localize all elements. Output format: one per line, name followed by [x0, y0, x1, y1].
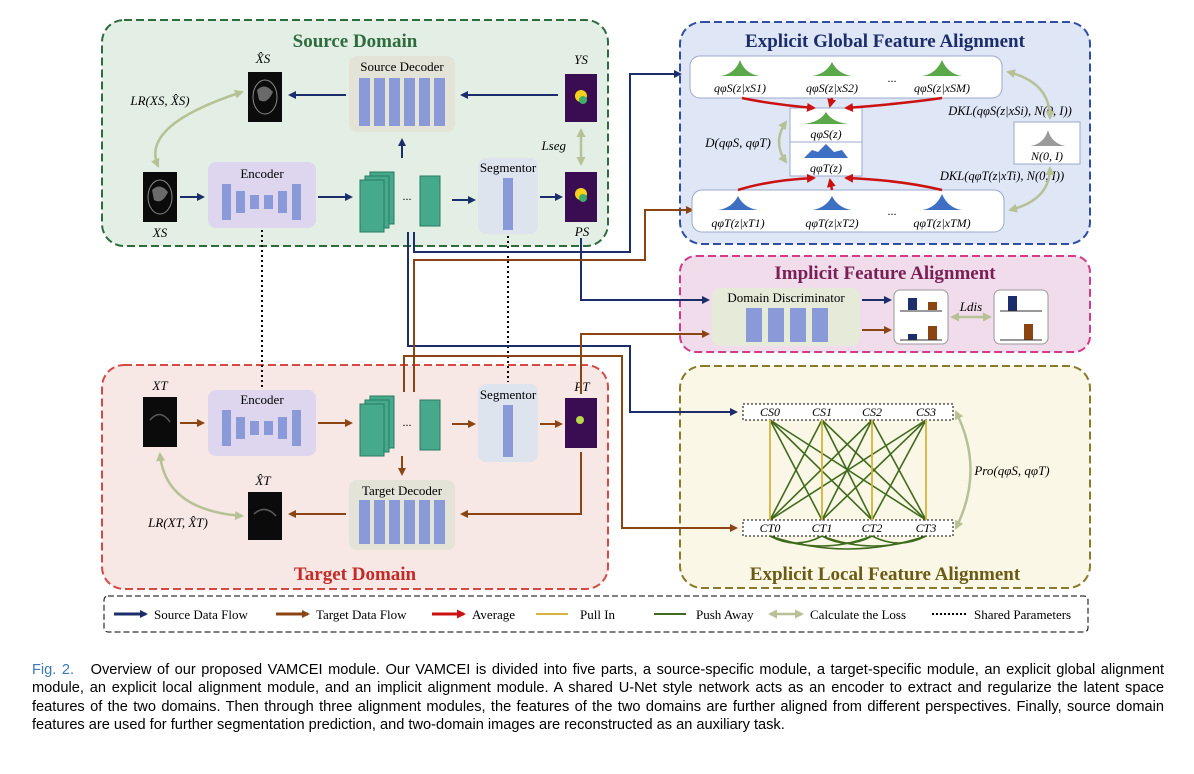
- target-domain-title: Target Domain: [294, 564, 417, 585]
- qt-ellipsis: ...: [888, 204, 897, 218]
- d-qs-qt-label: D(qφS, qφT): [704, 135, 771, 150]
- ct-3: CT3: [916, 521, 937, 535]
- source-feature-ellipsis: ...: [403, 189, 412, 203]
- x-hat-t-label: X̂T: [254, 473, 271, 488]
- ct-0: CT0: [760, 521, 781, 535]
- implicit-title: Implicit Feature Alignment: [774, 263, 996, 284]
- x-t-label: XT: [151, 378, 168, 393]
- dkl-target-label: DKL(qφT(z|xTi), N(0, I)): [939, 169, 1064, 183]
- source-encoder-bars: [222, 184, 301, 220]
- qt-item-m: qφT(z|xTM): [913, 216, 970, 230]
- target-encoder-bars: [222, 410, 301, 446]
- source-posterior-curves: [720, 60, 962, 76]
- source-encoder-label: Encoder: [240, 166, 284, 181]
- target-push-away-arcs: [769, 535, 927, 550]
- legend-target-flow: Target Data Flow: [316, 607, 407, 622]
- source-prototype-row: [742, 403, 954, 421]
- legend-box: [103, 595, 1089, 633]
- discriminator-target-box: [993, 289, 1049, 345]
- target-decoder-label: Target Decoder: [362, 483, 443, 498]
- cs-1: CS1: [812, 405, 832, 419]
- source-encoder: [208, 162, 316, 228]
- p-s-label: PS: [574, 224, 590, 239]
- qs-avg-label: qφS(z): [810, 127, 841, 141]
- cs-3: CS3: [916, 405, 936, 419]
- target-image: [143, 397, 177, 447]
- figure-label: Fig. 2.: [32, 662, 75, 678]
- legend-source-flow: Source Data Flow: [154, 607, 248, 622]
- dkl-source-arrow: [1006, 69, 1055, 120]
- legend-calculate-loss: Calculate the Loss: [810, 607, 906, 622]
- discriminator-output-box: [893, 289, 949, 345]
- push-away-lines: [769, 419, 927, 521]
- qs-item-m: qφS(z|xSM): [914, 81, 970, 95]
- target-posterior-curves: [718, 194, 962, 210]
- target-feature-ellipsis: ...: [403, 415, 412, 429]
- cs-2: CS2: [862, 405, 882, 419]
- source-decoder-bars: [359, 78, 445, 126]
- x-s-label: XS: [152, 225, 168, 240]
- lr-source-loss-arrow: [151, 89, 244, 168]
- target-prototype-row: [742, 519, 954, 537]
- target-recon-image: [248, 492, 282, 540]
- ct-1: CT1: [812, 521, 833, 535]
- legend-average: Average: [472, 607, 515, 622]
- source-feature-maps: [359, 171, 441, 233]
- target-encoder: [208, 390, 316, 456]
- pro-loss-arrow: [954, 410, 972, 530]
- target-segmentor-bar: [503, 405, 513, 457]
- legend-push-away: Push Away: [696, 607, 754, 622]
- target-feature-maps: [359, 395, 441, 457]
- source-segmentor-bar: [503, 178, 513, 230]
- target-segmentor-label: Segmentor: [480, 387, 537, 402]
- ldis-label: Ldis: [959, 299, 982, 314]
- source-segmentor-label: Segmentor: [480, 160, 537, 175]
- dkl-target-arrow: [1008, 166, 1055, 213]
- lr-target-loss-arrow: [156, 452, 244, 520]
- vamcei-overview-diagram: Source Domain Target Domain Explicit Glo…: [101, 19, 1091, 633]
- figure-caption: Fig. 2. Overview of our proposed VAMCEI …: [32, 661, 1164, 735]
- d-loss-arrow: [777, 120, 788, 164]
- qs-item-2: qφS(z|xS2): [806, 81, 858, 95]
- lr-target-label: LR(XT, X̂T): [147, 515, 208, 530]
- legend-items: Source Data Flow Target Data Flow Averag…: [114, 607, 1071, 622]
- target-encoder-label: Encoder: [240, 392, 284, 407]
- qt-item-2: qφT(z|xT2): [805, 216, 858, 230]
- caption-text: Overview of our proposed VAMCEI module. …: [32, 662, 1164, 734]
- x-hat-s-label: X̂S: [255, 51, 271, 66]
- explicit-local-title: Explicit Local Feature Alignment: [750, 564, 1021, 585]
- lseg-label: Lseg: [540, 138, 566, 153]
- cs-0: CS0: [760, 405, 780, 419]
- explicit-global-title: Explicit Global Feature Alignment: [745, 31, 1026, 52]
- qt-item-1: qφT(z|xT1): [711, 216, 764, 230]
- source-decoder-label: Source Decoder: [360, 59, 444, 74]
- target-decoder-bars: [359, 500, 445, 544]
- source-domain-title: Source Domain: [293, 31, 418, 52]
- lr-source-label: LR(XS, X̂S): [129, 93, 189, 108]
- legend-shared-parameters: Shared Parameters: [974, 607, 1071, 622]
- pull-in-lines: [769, 420, 927, 520]
- target-posterior-box: [691, 189, 1005, 233]
- legend-pull-in: Pull In: [580, 607, 616, 622]
- y-s-label: YS: [574, 52, 588, 67]
- qs-ellipsis: ...: [888, 71, 897, 85]
- domain-discriminator-label: Domain Discriminator: [727, 290, 845, 305]
- domain-discriminator-bars: [746, 308, 828, 342]
- pro-label: Pro(qφS, qφT): [973, 463, 1049, 478]
- qs-item-1: qφS(z|xS1): [714, 81, 766, 95]
- qt-avg-label: qφT(z): [810, 161, 842, 175]
- average-arrows: [737, 96, 943, 192]
- source-posterior-box: [689, 55, 1003, 99]
- normal-prior-label: N(0, I): [1030, 149, 1063, 163]
- ct-2: CT2: [862, 521, 883, 535]
- dkl-source-label: DKL(qφS(z|xSi), N(0, I)): [947, 104, 1072, 118]
